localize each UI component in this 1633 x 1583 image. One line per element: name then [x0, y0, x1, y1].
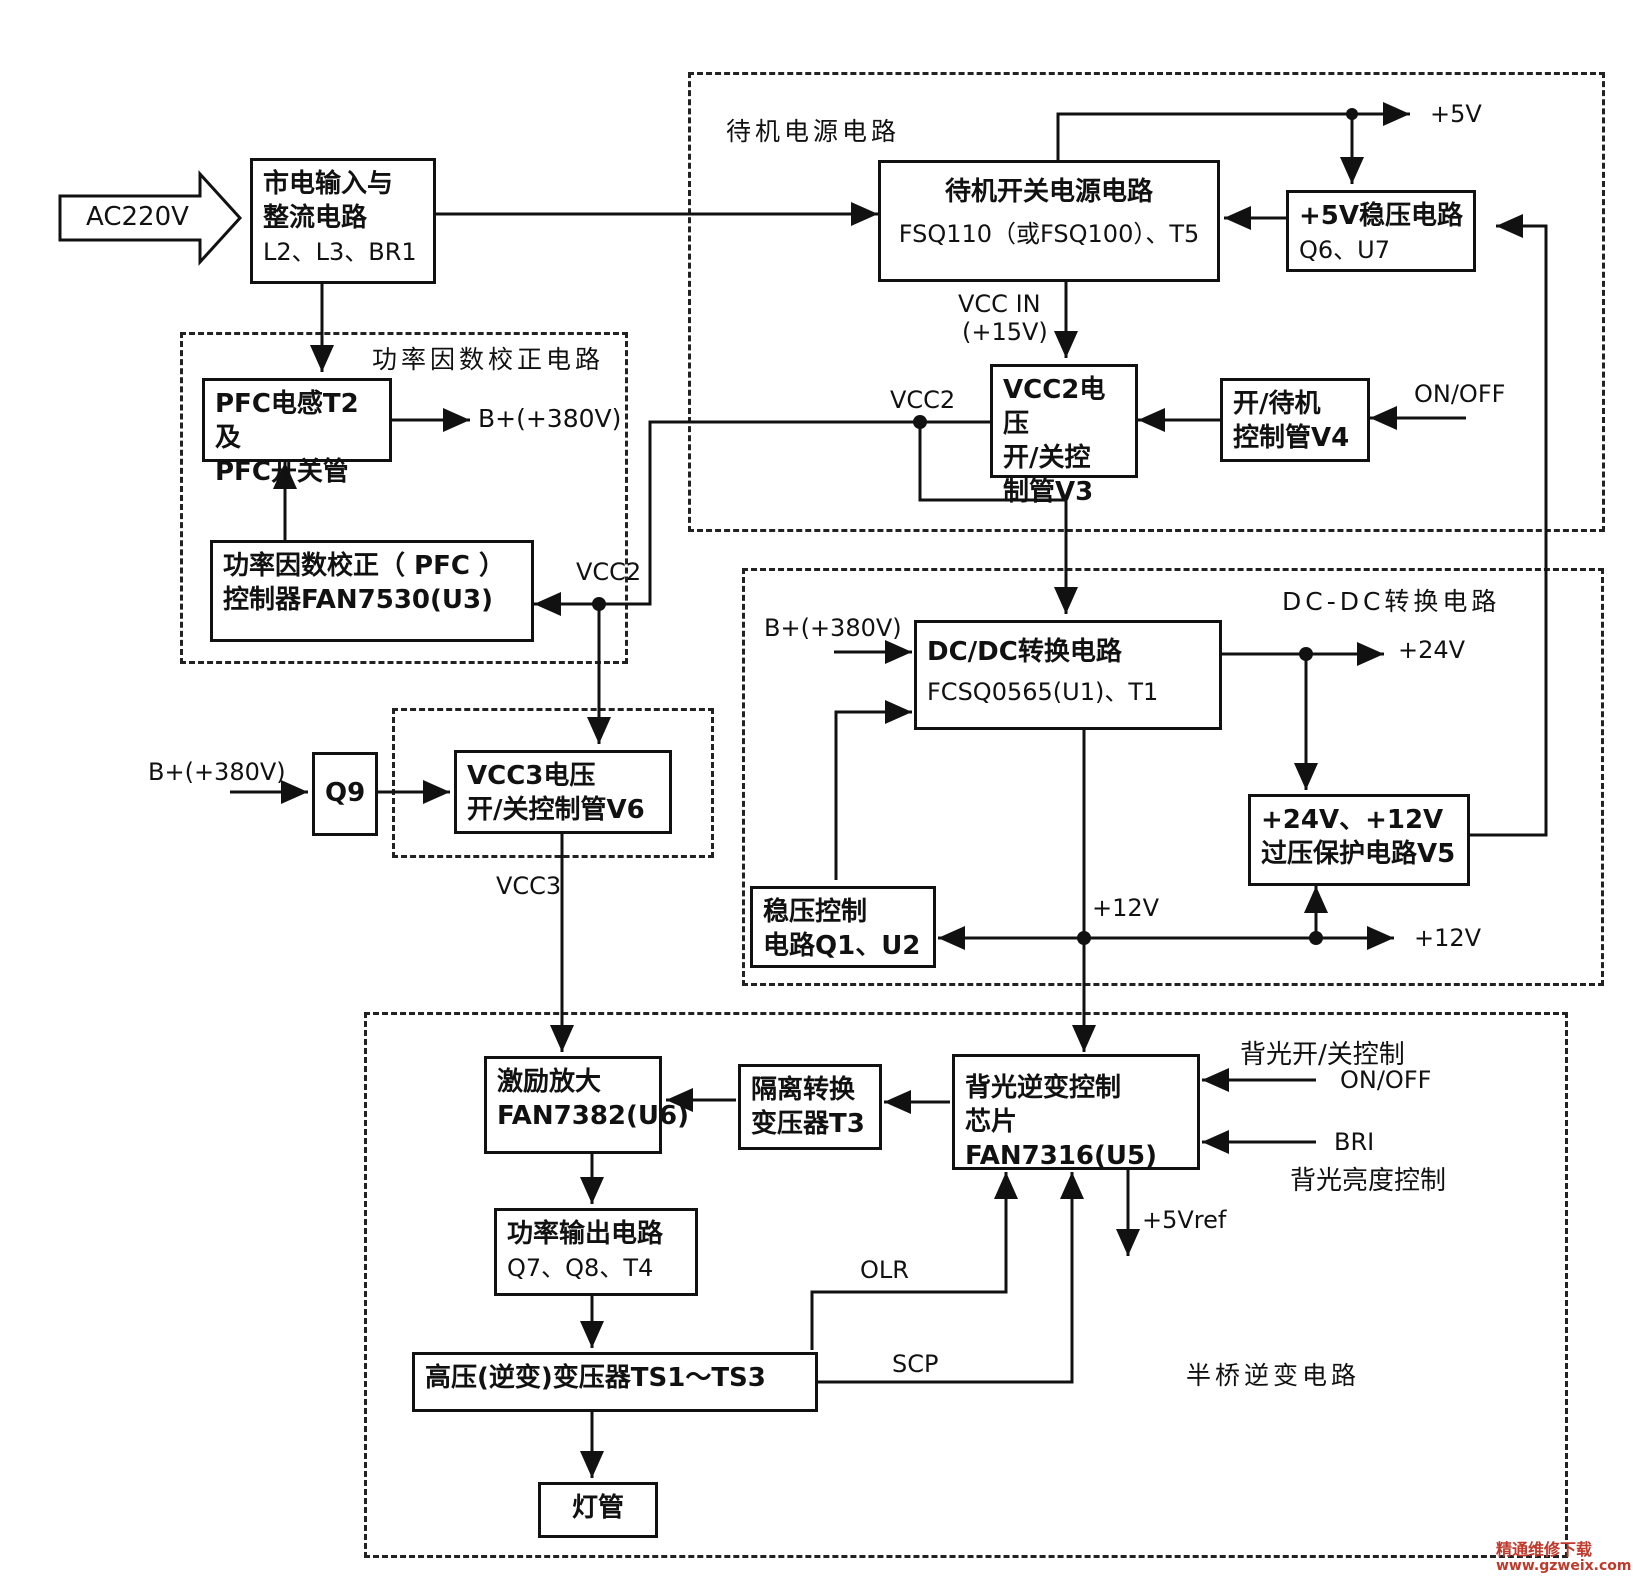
- label-vcc3: VCC3: [496, 872, 562, 900]
- block-vcc2-switch-line2: 开/关控: [1003, 443, 1091, 473]
- block-pfc-inductor-line1: PFC电感T2及: [215, 389, 359, 453]
- block-standby-smps-line1: 待机开关电源电路: [944, 177, 1153, 207]
- label-plus5vref: +5Vref: [1142, 1206, 1227, 1234]
- region-standby: [688, 72, 1605, 532]
- block-overvoltage-protection: +24V、+12V 过压保护电路V5: [1248, 794, 1470, 886]
- block-pfc-controller-line1: 功率因数校正（ PFC ）: [223, 551, 506, 581]
- block-on-standby-line1: 开/待机: [1233, 389, 1321, 419]
- label-bplus-pfc: B+(+380V): [478, 404, 622, 433]
- label-onoff: ON/OFF: [1414, 380, 1506, 408]
- block-backlight-controller: 背光逆变控制 芯片FAN7316(U5): [952, 1054, 1200, 1171]
- block-vcc2-switch: VCC2电压 开/关控 制管V3: [990, 364, 1138, 507]
- block-mains-line3: L2、L3、BR1: [263, 238, 417, 266]
- label-bplus-q9: B+(+380V): [148, 758, 286, 786]
- block-5v-regulator-line2: Q6、U7: [1299, 236, 1390, 264]
- block-standby-smps-line2: FSQ110（或FSQ100）、T5: [898, 220, 1200, 248]
- watermark-brand: 精通维修下载: [1496, 1540, 1593, 1559]
- block-backlight-line2: 芯片FAN7316(U5): [965, 1107, 1157, 1171]
- label-scp: SCP: [892, 1350, 939, 1378]
- label-plus12v-mid: +12V: [1092, 894, 1160, 922]
- block-regulation-control: 稳压控制 电路Q1、U2: [750, 886, 936, 968]
- label-bplus-dcdc: B+(+380V): [764, 614, 902, 642]
- label-bri-title: 背光亮度控制: [1290, 1166, 1447, 1196]
- block-driver-line2: FAN7382(U6): [497, 1101, 689, 1131]
- block-vcc3-switch-line2: 开/关控制管V6: [467, 795, 645, 825]
- block-pfc-inductor: PFC电感T2及 PFC开关管: [202, 378, 392, 487]
- region-pfc: [180, 332, 628, 664]
- label-bri: BRI: [1334, 1128, 1375, 1156]
- block-hv-line1: 高压(逆变)变压器TS1～TS3: [425, 1363, 766, 1393]
- block-power-output-line2: Q7、Q8、T4: [507, 1254, 654, 1282]
- block-5v-regulator-line1: +5V稳压电路: [1299, 201, 1463, 231]
- block-dcdc-converter: DC/DC转换电路 FCSQ0565(U1)、T1: [914, 620, 1222, 730]
- region-label-halfbridge: 半桥逆变电路: [1186, 1361, 1361, 1390]
- block-5v-regulator: +5V稳压电路 Q6、U7: [1286, 190, 1476, 272]
- block-ovp-line1: +24V、+12V: [1261, 805, 1444, 835]
- region-vcc3: [392, 708, 714, 858]
- block-q9: Q9: [312, 752, 378, 836]
- label-backlight-onoff-title: 背光开/关控制: [1240, 1040, 1405, 1070]
- block-hv-transformer: 高压(逆变)变压器TS1～TS3: [412, 1352, 818, 1412]
- block-driver-line1: 激励放大: [497, 1067, 602, 1097]
- block-dcdc-converter-line1: DC/DC转换电路: [927, 637, 1122, 667]
- block-pfc-inductor-line2: PFC开关管: [215, 457, 349, 487]
- label-vcc-in: VCC IN: [958, 290, 1041, 318]
- block-vcc3-switch-line1: VCC3电压: [467, 761, 596, 791]
- block-power-output: 功率输出电路 Q7、Q8、T4: [494, 1208, 698, 1296]
- block-vcc2-switch-line3: 制管V3: [1003, 477, 1094, 507]
- block-isolation-line2: 变压器T3: [751, 1109, 865, 1139]
- label-plus15v: (+15V): [962, 318, 1048, 346]
- block-vcc3-switch: VCC3电压 开/关控制管V6: [454, 750, 672, 834]
- region-label-pfc: 功率因数校正电路: [372, 345, 605, 374]
- block-backlight-line1: 背光逆变控制: [965, 1073, 1122, 1103]
- block-isolation-line1: 隔离转换: [751, 1075, 856, 1105]
- block-standby-smps: 待机开关电源电路 FSQ110（或FSQ100）、T5: [878, 160, 1220, 282]
- region-label-standby: 待机电源电路: [726, 117, 901, 146]
- block-pfc-controller-line2: 控制器FAN7530(U3): [223, 585, 493, 615]
- block-lamp-line1: 灯管: [571, 1493, 624, 1523]
- watermark-url: www.gzweix.com: [1496, 1558, 1632, 1574]
- block-regctrl-line1: 稳压控制: [763, 897, 868, 927]
- label-olr: OLR: [860, 1256, 909, 1284]
- block-mains-line1: 市电输入与: [263, 169, 394, 199]
- block-vcc2-switch-line1: VCC2电压: [1003, 375, 1106, 439]
- block-dcdc-converter-line2: FCSQ0565(U1)、T1: [927, 678, 1159, 706]
- block-on-standby: 开/待机 控制管V4: [1220, 378, 1370, 462]
- label-vcc2-top: VCC2: [890, 386, 956, 414]
- region-label-dcdc: DC-DC转换电路: [1282, 587, 1501, 616]
- region-dcdc: [742, 568, 1604, 986]
- block-isolation-transformer: 隔离转换 变压器T3: [738, 1064, 882, 1150]
- block-regctrl-line2: 电路Q1、U2: [763, 931, 921, 961]
- label-plus24v: +24V: [1398, 636, 1466, 664]
- region-halfbridge: [364, 1012, 1568, 1558]
- block-q9-line1: Q9: [325, 778, 366, 808]
- ac-input-arrow: [58, 170, 243, 266]
- label-vcc2-left: VCC2: [576, 558, 642, 586]
- block-driver-amplifier: 激励放大 FAN7382(U6): [484, 1056, 689, 1154]
- block-ovp-line2: 过压保护电路V5: [1261, 839, 1456, 869]
- block-mains-input: 市电输入与 整流电路 L2、L3、BR1: [250, 158, 436, 284]
- label-backlight-onoff: ON/OFF: [1340, 1066, 1432, 1094]
- label-ac220v: AC220V: [86, 202, 189, 232]
- block-mains-line2: 整流电路: [263, 203, 368, 233]
- label-plus12v-right: +12V: [1414, 924, 1482, 952]
- block-pfc-controller: 功率因数校正（ PFC ） 控制器FAN7530(U3): [210, 540, 534, 642]
- block-lamp: 灯管: [538, 1482, 658, 1538]
- block-power-output-line1: 功率输出电路: [507, 1219, 664, 1249]
- label-plus5v: +5V: [1430, 100, 1482, 128]
- block-on-standby-line2: 控制管V4: [1233, 423, 1350, 453]
